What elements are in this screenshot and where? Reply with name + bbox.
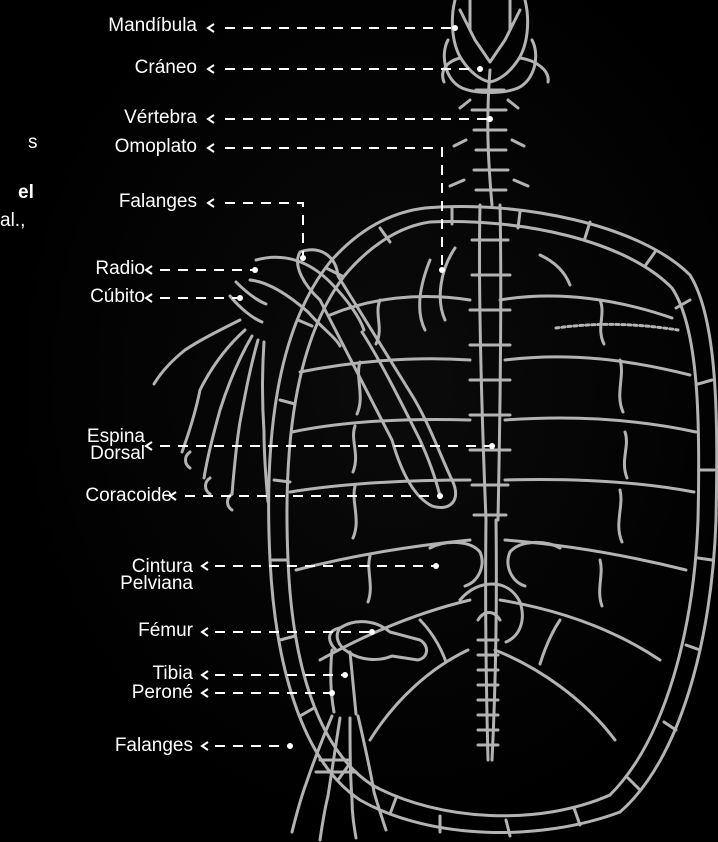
- label-omoplato: Omoplato: [115, 137, 197, 157]
- leader-omoplato: [225, 148, 442, 270]
- label-cintura-pelviana: Cintura Pelviana: [120, 558, 193, 592]
- cropped-text-2-bold: el: [18, 182, 34, 203]
- label-vertebra: Vértebra: [124, 108, 197, 128]
- label-craneo: Cráneo: [135, 58, 197, 78]
- label-cubito: Cúbito: [90, 287, 145, 307]
- leader-falanges-top: [225, 203, 303, 258]
- tibia-fibula: [331, 650, 356, 714]
- label-tibia: Tibia: [153, 664, 193, 684]
- label-mandibula: Mandíbula: [108, 16, 197, 36]
- label-radio: Radio: [95, 259, 145, 279]
- label-femur: Fémur: [138, 621, 193, 641]
- cropped-text-3: al.,: [0, 208, 25, 234]
- cropped-text-1: s: [28, 130, 38, 156]
- label-cintura-line2: Pelviana: [120, 575, 193, 592]
- label-perone: Peroné: [132, 683, 193, 703]
- coracoid: [362, 332, 440, 496]
- forelimb-phalanges: [154, 320, 268, 502]
- label-falanges-top: Falanges: [119, 192, 197, 212]
- label-espina-dorsal: Espina Dorsal: [87, 428, 145, 462]
- cropped-text-2: el: [18, 180, 34, 206]
- label-coracoide: Coracoide: [85, 486, 172, 506]
- label-espina-line2: Dorsal: [87, 445, 145, 462]
- label-falanges-bottom: Falanges: [115, 736, 193, 756]
